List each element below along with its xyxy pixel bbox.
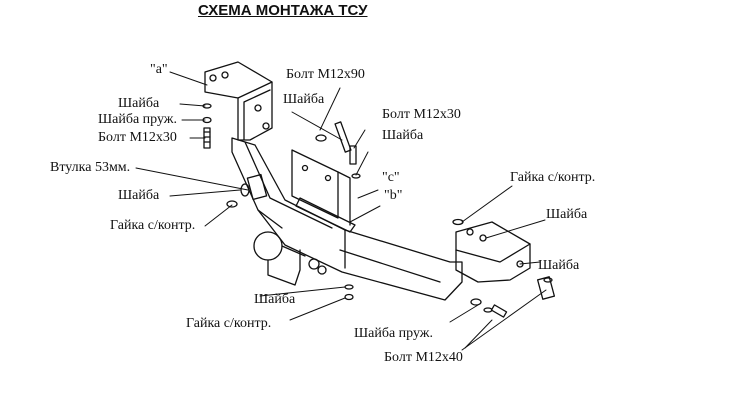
left-fastener-stack xyxy=(202,103,212,149)
label-washer-6: Шайба xyxy=(538,258,580,273)
label-bushing: Втулка 53мм. xyxy=(50,160,131,175)
label-washer-4: Шайба xyxy=(382,128,424,143)
label-locknut-bottom: Гайка с/контр. xyxy=(186,316,272,331)
label-spring-washer-right: Шайба пруж. xyxy=(354,326,433,341)
label-locknut-right: Гайка с/контр. xyxy=(510,170,596,185)
leader-lines xyxy=(135,71,547,351)
bushing-53mm xyxy=(240,173,268,201)
tow-ball xyxy=(253,231,327,286)
label-washer-5: Шайба xyxy=(546,207,588,222)
right-fasteners xyxy=(452,218,556,318)
label-washer-1: Шайба xyxy=(118,96,160,111)
label-c: "с" xyxy=(382,170,400,185)
label-bolt-m12x30-left: Болт М12х30 xyxy=(98,130,177,145)
center-bracket xyxy=(291,149,356,233)
label-a: "а" xyxy=(150,62,168,77)
label-washer-2: Шайба xyxy=(118,188,160,203)
label-bolt-m12x30-center: Болт М12х30 xyxy=(382,107,461,122)
label-bolt-m12x40: Болт М12х40 xyxy=(384,350,463,365)
diagram-title: СХЕМА МОНТАЖА ТСУ xyxy=(198,2,368,19)
label-b: "b" xyxy=(384,188,403,203)
center-bolts xyxy=(315,121,361,179)
left-bracket xyxy=(204,61,273,141)
label-bolt-m12x90: Болт М12х90 xyxy=(286,67,365,82)
label-washer-3: Шайба xyxy=(283,92,325,107)
label-washer-bottom: Шайба xyxy=(254,292,296,307)
right-bracket xyxy=(455,221,531,283)
label-locknut-left: Гайка с/контр. xyxy=(110,218,196,233)
label-spring-washer-left: Шайба пруж. xyxy=(98,112,177,127)
crossbar-tube xyxy=(231,137,463,301)
